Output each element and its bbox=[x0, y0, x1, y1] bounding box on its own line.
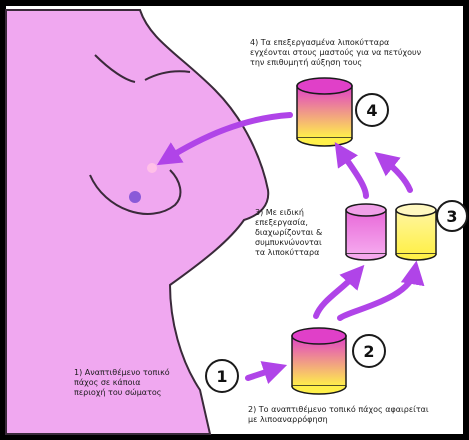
svg-text:1: 1 bbox=[216, 367, 227, 386]
step-1-caption: 1) Αναπτιθέμενο τοπικό πάχος σε κάποια π… bbox=[74, 368, 184, 398]
canister-icon bbox=[346, 204, 386, 260]
nipple bbox=[129, 191, 141, 203]
canister-icon bbox=[396, 204, 436, 260]
canister-icon bbox=[292, 328, 346, 394]
arrow-icon bbox=[316, 272, 358, 316]
step-badge-1: 1 bbox=[206, 360, 238, 392]
svg-text:3: 3 bbox=[446, 207, 457, 226]
svg-text:2: 2 bbox=[363, 342, 374, 361]
step-3-caption: 3) Με ειδική επεξεργασία, διαχωρίζονται … bbox=[255, 208, 347, 258]
step-badge-4: 4 bbox=[356, 94, 388, 126]
step-2-caption: 2) Το αναπτιθέμενο τοπικό πάχος αφαιρείτ… bbox=[248, 405, 458, 425]
injection-spot bbox=[147, 163, 157, 173]
arrow-icon bbox=[382, 158, 410, 190]
canister-icon bbox=[297, 78, 352, 146]
step-badge-3: 3 bbox=[437, 201, 467, 231]
svg-text:4: 4 bbox=[366, 101, 377, 120]
arrow-icon bbox=[340, 150, 366, 196]
step-4-caption: 4) Τα επεξεργασμένα λιποκύτταρα εγχέοντα… bbox=[250, 38, 440, 68]
step-badge-2: 2 bbox=[353, 335, 385, 367]
arrow-icon bbox=[248, 368, 278, 378]
